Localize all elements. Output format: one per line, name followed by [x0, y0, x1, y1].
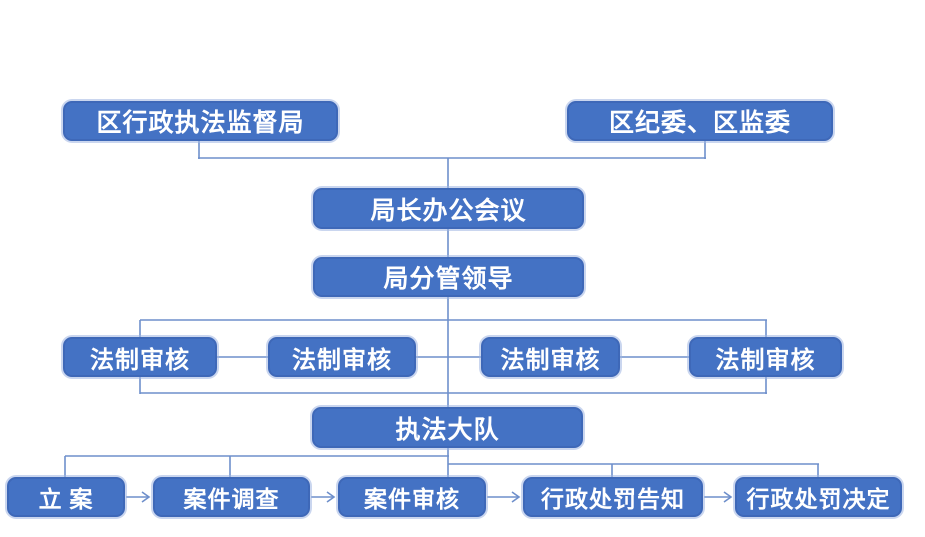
- node-legal-review-2: 法制审核: [268, 337, 416, 377]
- node-directors-meeting: 局长办公会议: [313, 188, 584, 229]
- node-deputy-leader: 局分管领导: [313, 257, 584, 297]
- node-legal-review-4: 法制审核: [689, 337, 842, 377]
- arrow-right-icon: [311, 491, 336, 503]
- node-enforcement-brigade: 执法大队: [312, 407, 583, 448]
- node-penalty-decision: 行政处罚决定: [735, 477, 902, 517]
- node-penalty-notification: 行政处罚告知: [523, 477, 703, 517]
- node-supervision-bureau: 区行政执法监督局: [63, 101, 338, 141]
- arrow-right-icon: [487, 491, 521, 503]
- arrow-right-icon: [126, 491, 151, 503]
- arrow-right-icon: [704, 491, 733, 503]
- node-discipline-committee: 区纪委、区监委: [567, 101, 833, 141]
- node-case-filing: 立 案: [7, 477, 125, 517]
- node-case-review: 案件审核: [338, 477, 486, 517]
- node-legal-review-3: 法制审核: [481, 337, 620, 377]
- node-case-investigation: 案件调查: [153, 477, 310, 517]
- node-legal-review-1: 法制审核: [63, 337, 217, 377]
